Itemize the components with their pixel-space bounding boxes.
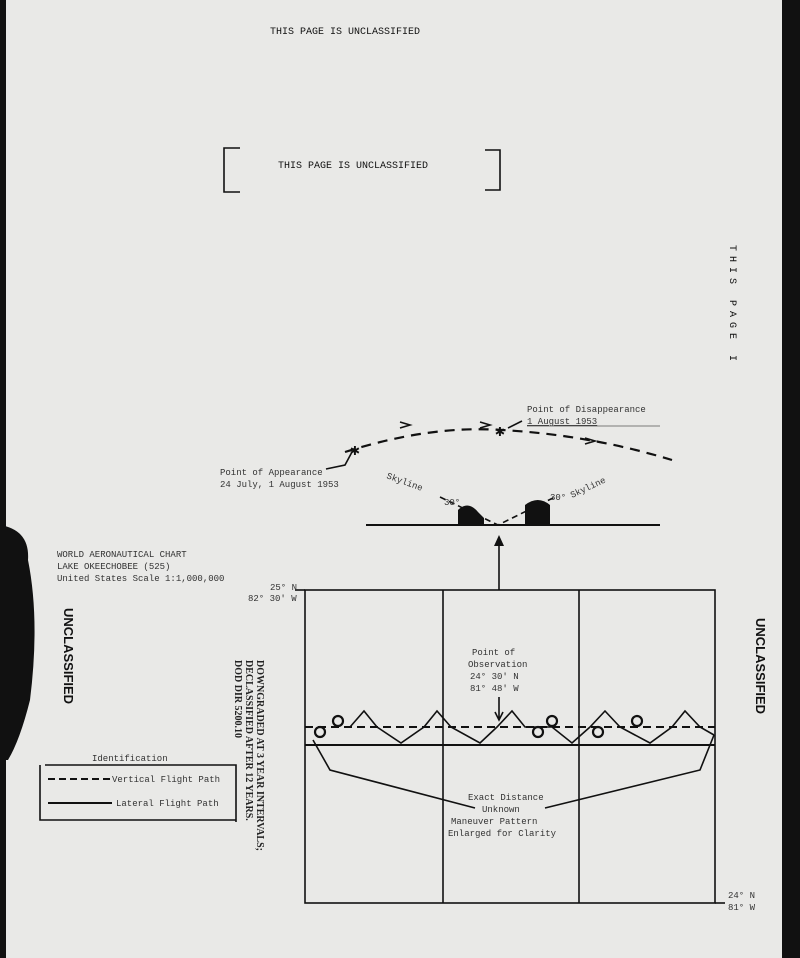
tree-left-icon — [458, 505, 484, 524]
legend-box — [39, 764, 237, 822]
appearance-label: Point of Appearance — [220, 468, 323, 478]
scan-edge-right — [782, 0, 800, 958]
sight-lines — [439, 496, 556, 526]
tree-right-icon — [525, 500, 550, 524]
observation-label-1: Point of — [472, 648, 515, 658]
vertical-flight-path — [344, 428, 673, 462]
scan-edge-left — [0, 0, 6, 958]
map-frame — [304, 589, 716, 904]
appearance-marker-icon: ✱ — [350, 440, 360, 459]
path-arrows — [399, 421, 598, 445]
observation-label-2: Observation — [468, 660, 527, 670]
loop-icons — [313, 714, 644, 739]
top-banner: THIS PAGE IS UNCLASSIFIED — [270, 27, 420, 38]
boxed-banner: THIS PAGE IS UNCLASSIFIED — [278, 161, 428, 172]
annotation-line-3: Maneuver Pattern — [451, 817, 537, 827]
chart-scale: United States Scale 1:1,000,000 — [57, 574, 224, 584]
declassification-stamp: DOWNGRADED AT 3 YEAR INTERVALS; DECLASSI… — [232, 660, 265, 851]
legend-vertical: Vertical Flight Path — [112, 775, 220, 785]
arrowhead-icon — [494, 535, 504, 546]
stamp-line-3: DOD DIR 5200.10 — [232, 660, 243, 738]
vertical-banner: THIS PAGE I — [726, 245, 737, 366]
observation-pointer-arrow — [494, 697, 504, 722]
appearance-pointer-arrow — [325, 451, 353, 470]
disappearance-label: Point of Disappearance — [527, 405, 646, 415]
legend-lateral: Lateral Flight Path — [116, 799, 219, 809]
angle-left-label: 30° — [444, 498, 460, 508]
chart-region: LAKE OKEECHOBEE (525) — [57, 562, 170, 572]
observation-lon: 81° 48' W — [470, 684, 519, 694]
stamp-line-1: DOWNGRADED AT 3 YEAR INTERVALS; — [254, 660, 265, 851]
disappearance-date: 1 August 1953 — [527, 417, 597, 427]
maneuver-zigzag — [349, 709, 715, 745]
annotation-line-4: Enlarged for Clarity — [448, 829, 557, 839]
unclassified-mark-left: UNCLASSIFIED — [61, 608, 76, 704]
annotation-line-2: Unknown — [482, 805, 520, 815]
skyline-right-label: Skyline — [569, 476, 607, 501]
se-longitude: 81° W — [728, 903, 756, 913]
legend-title: Identification — [92, 754, 168, 764]
angle-right-label: 30° — [550, 493, 566, 503]
stamp-line-2: DECLASSIFIED AFTER 12 YEARS. — [243, 660, 254, 821]
disappearance-pointer-arrow — [507, 420, 523, 429]
appearance-date: 24 July, 1 August 1953 — [220, 480, 339, 490]
annotation-line-1: Exact Distance — [468, 793, 544, 803]
observation-lat: 24° 30' N — [470, 672, 519, 682]
unclassified-mark-right: UNCLASSIFIED — [753, 618, 768, 714]
skyline-left-label: Skyline — [385, 471, 424, 493]
nw-latitude: 25° N — [270, 583, 297, 593]
chart-name: WORLD AERONAUTICAL CHART — [57, 550, 187, 560]
banner-box — [223, 147, 501, 193]
nw-longitude: 82° 30' W — [248, 594, 297, 604]
scan-blot — [0, 525, 35, 760]
disappearance-marker-icon: ✱ — [495, 421, 505, 440]
annotation-leader-lines — [312, 734, 715, 809]
se-latitude: 24° N — [728, 891, 755, 901]
